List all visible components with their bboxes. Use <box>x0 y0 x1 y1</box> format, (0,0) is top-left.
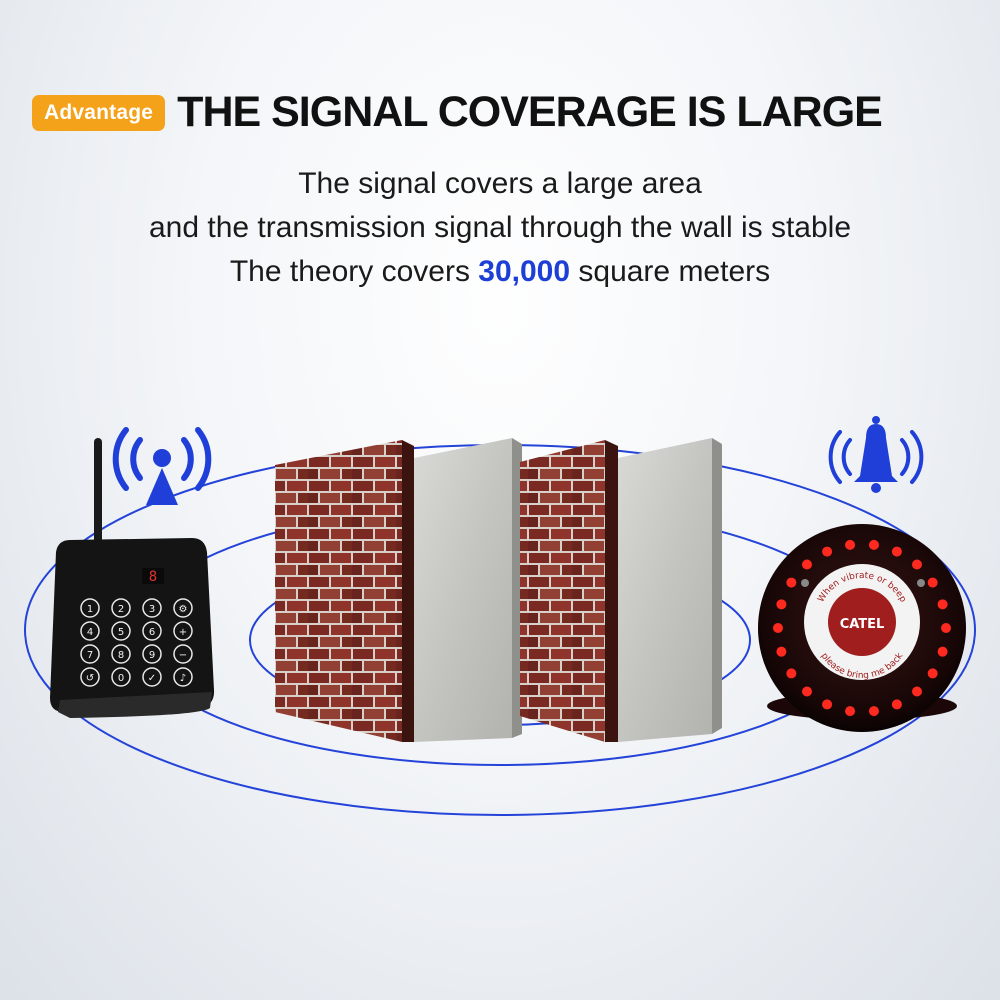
pager-brand: CATEL <box>840 617 885 632</box>
keypad-key-label: ✓ <box>148 673 156 684</box>
pager-led-ring <box>773 539 951 717</box>
page-title: THE SIGNAL COVERAGE IS LARGE <box>177 87 883 136</box>
keypad-key: 6 <box>142 621 162 641</box>
pager-led <box>822 699 833 710</box>
concrete-wall-1 <box>414 438 522 742</box>
pager-led <box>941 623 951 633</box>
pager-led <box>891 699 902 710</box>
keypad-key-label: ↺ <box>86 673 94 684</box>
line-3-prefix: The theory covers <box>229 255 479 288</box>
pager-led <box>801 559 812 570</box>
pager-led <box>822 546 833 557</box>
keypad-key: 5 <box>111 621 131 641</box>
keypad-key: ♪ <box>173 667 193 687</box>
signal-tower-icon <box>112 427 212 505</box>
description-line-3: The theory covers 30,000 square meters <box>0 250 1000 294</box>
keypad-key: 9 <box>142 644 162 664</box>
keypad-key-label: ⚙ <box>179 604 188 615</box>
keypad-key: ✓ <box>142 667 162 687</box>
pager-led <box>937 646 948 657</box>
pager-led <box>937 599 948 610</box>
pager-led <box>776 599 787 610</box>
pager-screw <box>801 579 809 587</box>
pager-device: CATEL When vibrate or beep please bring … <box>758 524 966 732</box>
keypad-key: 0 <box>111 667 131 687</box>
brick-wall-2 <box>520 440 618 742</box>
keypad-key: 2 <box>111 598 131 618</box>
concrete-wall-2 <box>618 438 722 742</box>
transmitter-display: 8 <box>149 569 157 585</box>
pager-led <box>786 668 797 679</box>
pager-led <box>845 539 856 550</box>
keypad-key-label: ♪ <box>180 673 186 684</box>
keypad-key-label: 6 <box>149 627 155 638</box>
keypad-key: ↺ <box>80 667 100 687</box>
pager-led <box>868 539 879 550</box>
keypad-key: − <box>173 644 193 664</box>
keypad-key: 3 <box>142 598 162 618</box>
pager-led <box>786 577 797 588</box>
coverage-value: 30,000 <box>478 255 571 288</box>
keypad-key-label: 2 <box>118 604 124 615</box>
line-3-suffix: square meters <box>570 255 771 288</box>
pager-led <box>845 706 856 717</box>
keypad-key-label: 0 <box>118 673 124 684</box>
keypad-key: 8 <box>111 644 131 664</box>
antenna <box>94 438 102 548</box>
keypad-key: 4 <box>80 621 100 641</box>
advantage-badge: Advantage <box>32 95 166 131</box>
pager-led <box>912 559 923 570</box>
keypad-key: 1 <box>80 598 100 618</box>
pager-led <box>927 668 938 679</box>
keypad: 1 2 3 ⚙ 4 5 6 +7 8 9 − ↺ 0 ✓ ♪ <box>80 598 193 687</box>
brick-wall-1 <box>275 440 414 742</box>
pager-led <box>912 686 923 697</box>
pager-led <box>801 686 812 697</box>
keypad-key-label: + <box>179 627 187 638</box>
transmitter-device: 8 1 2 3 ⚙ 4 5 6 +7 8 9 − ↺ 0 ✓ ♪ <box>50 438 215 718</box>
keypad-key: + <box>173 621 193 641</box>
keypad-key-label: 7 <box>87 650 93 661</box>
bell-icon <box>828 416 924 493</box>
pager-led <box>891 546 902 557</box>
keypad-key: ⚙ <box>173 598 193 618</box>
keypad-key-label: 5 <box>118 627 124 638</box>
keypad-key-label: − <box>179 650 187 661</box>
pager-led <box>927 577 938 588</box>
keypad-key: 7 <box>80 644 100 664</box>
pager-led <box>868 706 879 717</box>
pager-center-button <box>828 588 896 656</box>
keypad-key-label: 3 <box>149 604 155 615</box>
headline: Advantage THE SIGNAL COVERAGE IS LARGE <box>32 82 883 142</box>
keypad-key-label: 8 <box>118 650 124 661</box>
pager-led <box>776 646 787 657</box>
keypad-key-label: 4 <box>87 627 93 638</box>
keypad-key-label: 1 <box>87 604 93 615</box>
pager-screw <box>917 579 925 587</box>
description-line-2: and the transmission signal through the … <box>148 211 852 244</box>
pager-led <box>773 623 783 633</box>
keypad-key-label: 9 <box>149 650 155 661</box>
description-line-1: The signal covers a large area <box>298 167 702 200</box>
